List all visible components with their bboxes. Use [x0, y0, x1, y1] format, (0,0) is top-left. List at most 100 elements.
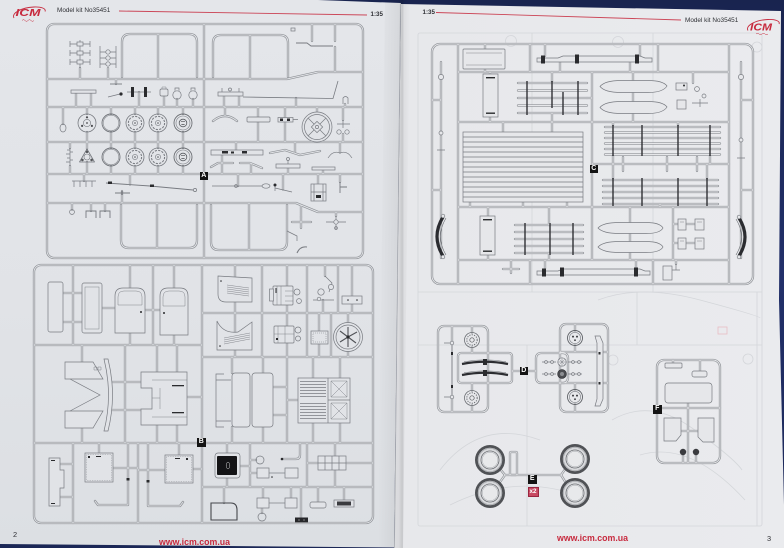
part-knob — [69, 209, 75, 215]
part-radiator — [310, 330, 329, 345]
part-cargo-floor — [462, 131, 584, 203]
logo-wordmark: ICM — [16, 8, 42, 19]
part-slat-braces — [612, 125, 711, 156]
sprue-label-e: E — [528, 475, 537, 484]
part-hub-plate — [79, 148, 95, 163]
part-clamp — [159, 86, 169, 97]
part-brackets — [69, 40, 91, 68]
part-slat-braces — [612, 178, 708, 206]
part-engine-block — [269, 285, 302, 306]
part-side-window — [663, 417, 682, 442]
part-fan — [333, 322, 363, 352]
part-small-cross — [336, 120, 350, 135]
part-hook — [342, 96, 349, 104]
part-l-bracket-marks — [126, 478, 150, 483]
header-rule — [118, 10, 368, 16]
part-wheel-hub — [567, 389, 583, 405]
part-narrow-panel — [482, 73, 499, 118]
part-rod-knob — [212, 183, 271, 189]
part-bar — [275, 157, 301, 169]
part-tire — [560, 443, 590, 475]
part-rack — [317, 455, 347, 471]
part-door — [159, 287, 189, 336]
scale-label: 1:35 — [422, 8, 435, 16]
part-wheel-hub — [567, 330, 583, 346]
part-bar-with-posts — [217, 87, 244, 97]
part-windshield — [664, 382, 713, 404]
icm-logo: ICM — [747, 19, 780, 36]
part-small-block — [309, 501, 327, 509]
website-url: www.icm.com.ua — [159, 537, 231, 548]
part-wheel — [148, 113, 168, 133]
part-wheel — [125, 113, 145, 133]
part-seat-frame — [310, 183, 327, 202]
part-disc — [255, 455, 265, 465]
quantity-badge: x2 — [527, 487, 539, 497]
part-rail — [210, 149, 264, 156]
part-long-rod — [105, 181, 197, 192]
sprue-a-parts — [59, 27, 353, 254]
part-wheel-ring — [101, 113, 121, 133]
part-leaf-spring — [461, 370, 509, 377]
part-fender — [599, 80, 668, 93]
sprue-label-c: C — [589, 164, 598, 173]
part-strip — [311, 166, 336, 171]
part-windshield-frame — [214, 452, 241, 479]
icm-logo: ICM — [13, 6, 46, 22]
part-blocks — [677, 218, 705, 250]
part-rod-blocks — [256, 467, 299, 479]
part-disc — [257, 512, 267, 522]
page-number: 3 — [767, 534, 772, 543]
part-clips — [85, 210, 111, 218]
part-ring — [188, 87, 198, 100]
part-pipe-end — [280, 457, 284, 461]
part-wheel-rim — [173, 147, 193, 167]
part-ladder — [99, 46, 117, 68]
part-fender — [599, 101, 668, 114]
kit-number-label: Model kit No35451 — [57, 6, 111, 14]
part-hook — [296, 246, 308, 254]
part-cargo-panel — [297, 377, 351, 424]
part-axle — [127, 87, 151, 97]
part-t-bar — [115, 191, 130, 195]
part-leaf-spring — [735, 214, 747, 260]
part-long-rod — [242, 80, 339, 99]
part-fan-guard — [301, 111, 333, 143]
logo-wordmark: ICM — [750, 23, 773, 34]
sprue-f-parts — [663, 362, 715, 456]
part-door — [114, 287, 146, 334]
part-oval — [59, 123, 67, 133]
part-seat-bench — [215, 372, 274, 428]
sprue-f-runners — [655, 358, 722, 465]
part-side-panel — [47, 281, 64, 333]
bleed-through-illustrations — [417, 32, 763, 527]
header-rule — [435, 12, 682, 21]
sprue-b-parts — [47, 275, 363, 523]
part-grille-panel — [217, 275, 253, 303]
part-comb — [66, 148, 73, 166]
part-headlight-lens — [679, 448, 687, 456]
scale-label: 1:35 — [370, 10, 383, 18]
part-engine-block — [273, 325, 302, 344]
website-url: www.icm.com.ua — [557, 533, 629, 544]
part-tire — [474, 444, 506, 476]
part-fender — [597, 241, 664, 253]
part-wheel-hub — [77, 113, 97, 133]
part-grille-panel — [216, 320, 253, 351]
part-slat-braces — [524, 223, 574, 255]
part-small-fittings — [542, 360, 582, 376]
part-seat-frame — [64, 358, 113, 432]
page-number: 2 — [13, 530, 18, 540]
part-wheel-ring — [101, 147, 121, 167]
sprue-label-d: D — [519, 366, 528, 375]
part-wheel — [148, 147, 168, 167]
part-brake-drum — [464, 332, 480, 348]
part-clear-lens — [691, 370, 708, 378]
part-side-panel — [81, 282, 103, 334]
part-lever — [107, 92, 123, 98]
